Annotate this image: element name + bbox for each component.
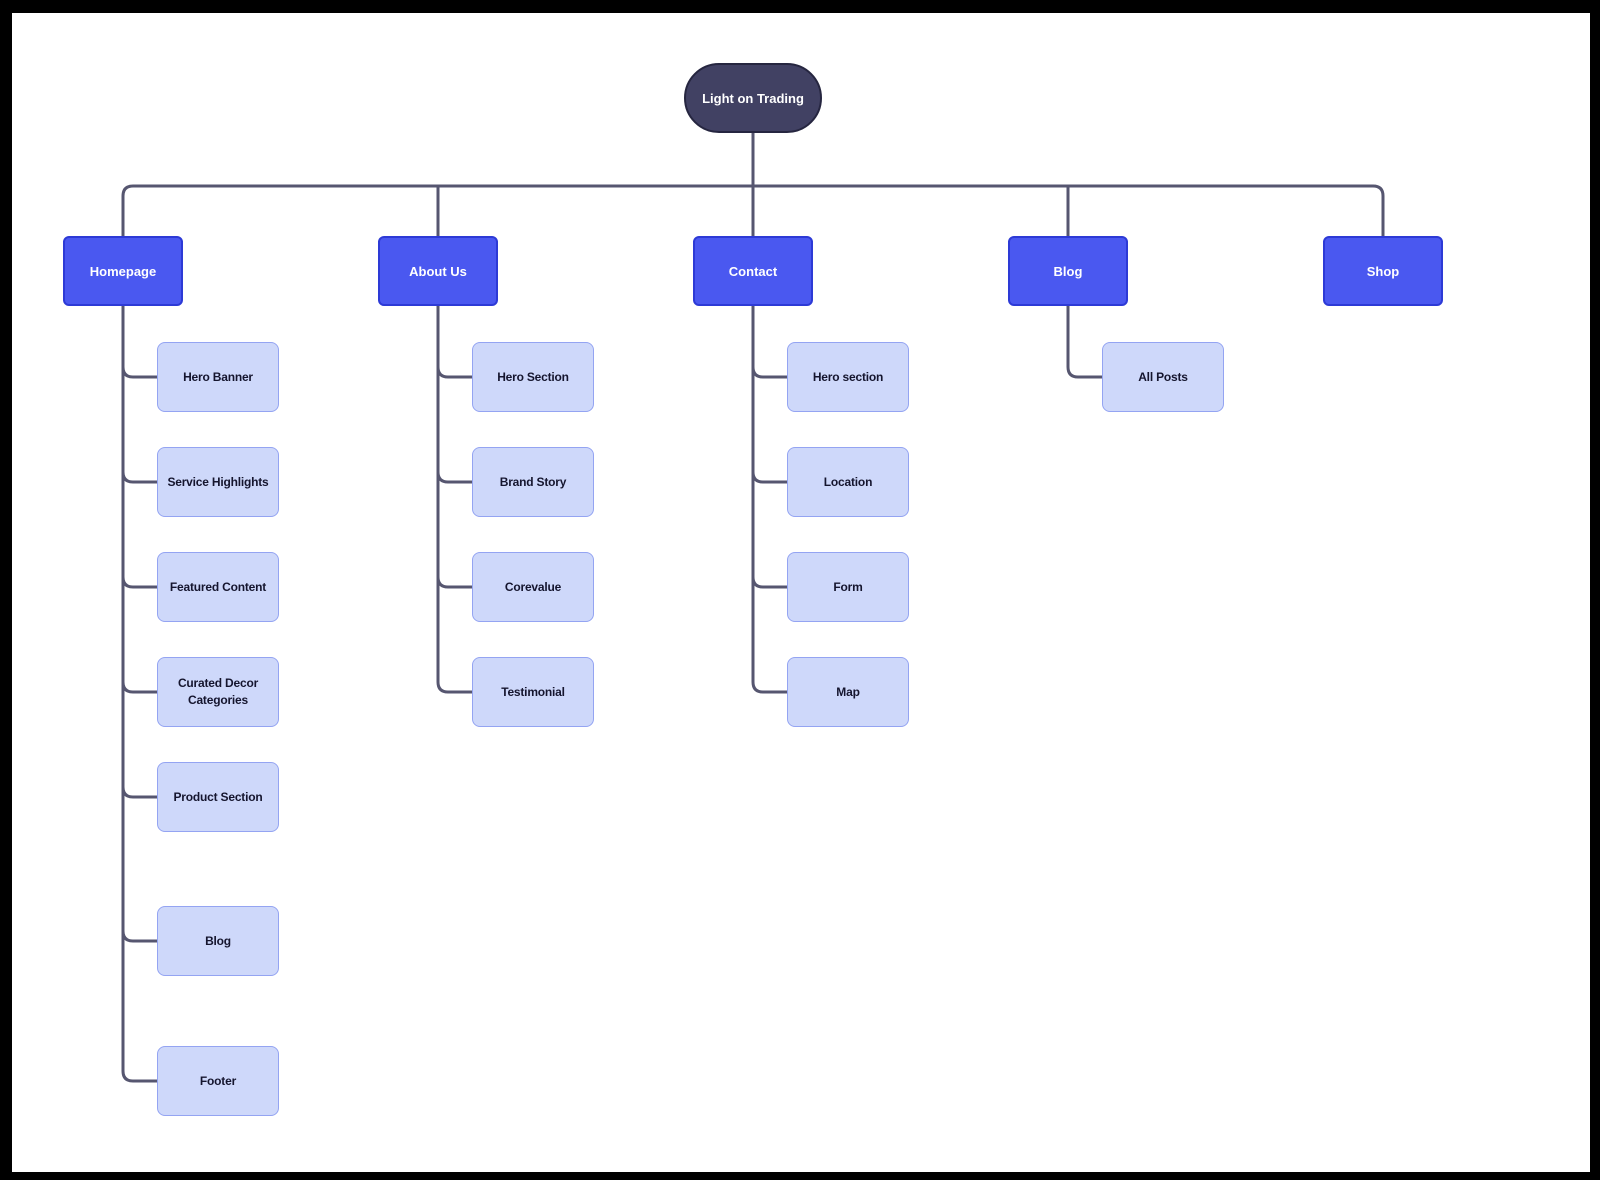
node-featured-content[interactable]: Featured Content [157, 552, 279, 622]
connector-branch [436, 471, 472, 484]
node-service-highlights[interactable]: Service Highlights [157, 447, 279, 517]
connector-branch [436, 576, 472, 589]
node-contact-hero-section[interactable]: Hero section [787, 342, 909, 412]
node-all-posts[interactable]: All Posts [1102, 342, 1224, 412]
connector-top-rail [121, 184, 1385, 236]
connector-trunk-homepage [121, 306, 157, 1083]
node-section-contact[interactable]: Contact [693, 236, 813, 306]
connector-branch [121, 681, 157, 694]
node-section-shop[interactable]: Shop [1323, 236, 1443, 306]
node-map[interactable]: Map [787, 657, 909, 727]
connector-branch [121, 786, 157, 799]
node-section-homepage[interactable]: Homepage [63, 236, 183, 306]
node-root[interactable]: Light on Trading [684, 63, 822, 133]
node-section-blog[interactable]: Blog [1008, 236, 1128, 306]
connector-trunk-blog [1066, 306, 1102, 379]
node-curated-decor-categories[interactable]: Curated Decor Categories [157, 657, 279, 727]
connector-branch [121, 366, 157, 379]
connector-branch [751, 366, 787, 379]
node-footer[interactable]: Footer [157, 1046, 279, 1116]
connector-branch [436, 366, 472, 379]
node-location[interactable]: Location [787, 447, 909, 517]
sitemap-canvas: Light on Trading Homepage About Us Conta… [12, 13, 1590, 1172]
node-corevalue[interactable]: Corevalue [472, 552, 594, 622]
node-form[interactable]: Form [787, 552, 909, 622]
node-section-about-us[interactable]: About Us [378, 236, 498, 306]
connector-trunk-contact [751, 306, 787, 694]
node-hero-banner[interactable]: Hero Banner [157, 342, 279, 412]
connector-branch [121, 471, 157, 484]
node-homepage-blog[interactable]: Blog [157, 906, 279, 976]
connector-branch [751, 576, 787, 589]
node-hero-section[interactable]: Hero Section [472, 342, 594, 412]
connector-branch [121, 930, 157, 943]
node-brand-story[interactable]: Brand Story [472, 447, 594, 517]
connector-trunk-about-us [436, 306, 472, 694]
connector-branch [751, 471, 787, 484]
connector-branch [121, 576, 157, 589]
node-product-section[interactable]: Product Section [157, 762, 279, 832]
node-testimonial[interactable]: Testimonial [472, 657, 594, 727]
